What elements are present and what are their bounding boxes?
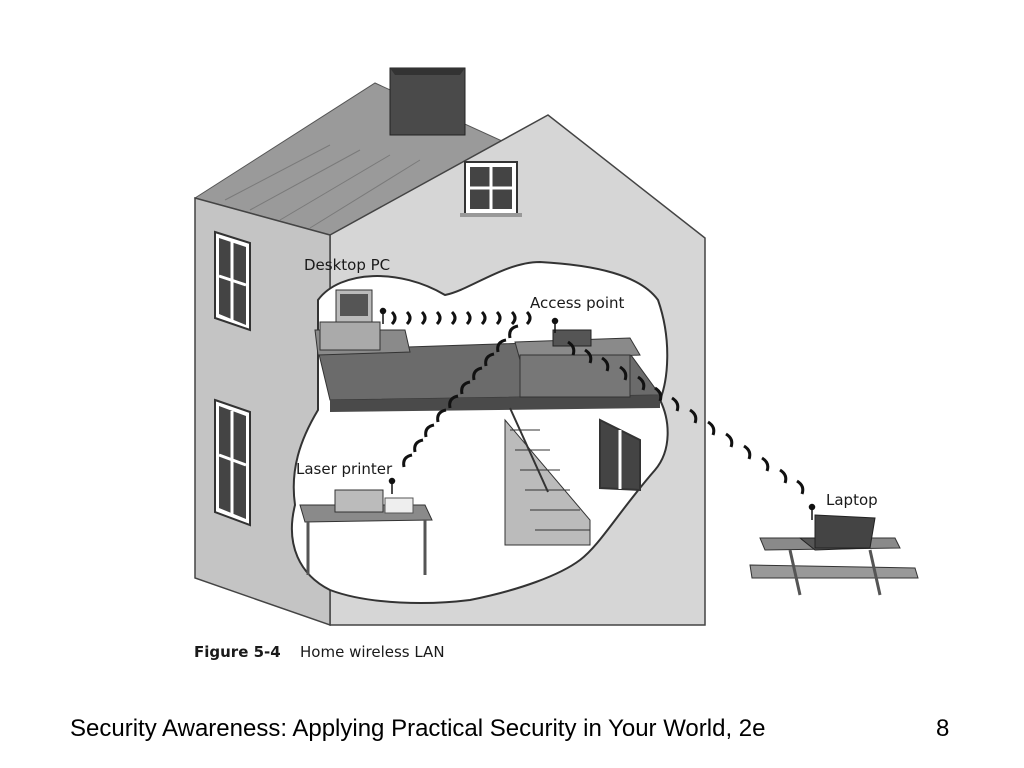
upper-floor-edge — [330, 395, 660, 412]
access-point-desk — [514, 329, 641, 398]
label-desktop-pc: Desktop PC — [304, 256, 390, 274]
home-wireless-lan-diagram: Desktop PC Access point Laser printer La… — [193, 67, 919, 661]
laptop-picnic-table — [749, 514, 919, 596]
roof-shingles — [224, 144, 421, 229]
laser-printer-table — [299, 489, 433, 575]
footer-title: Security Awareness: Applying Practical S… — [70, 715, 766, 742]
staircase — [504, 407, 591, 546]
side-window-upper — [214, 230, 251, 332]
label-laser-printer: Laser printer — [296, 460, 393, 478]
label-laptop: Laptop — [826, 491, 878, 509]
chimney — [389, 67, 466, 136]
desktop-pc — [314, 289, 411, 356]
chimney-top — [390, 68, 465, 75]
wireless-signal-icon — [379, 307, 816, 520]
figure-caption-number: Figure 5-4 — [194, 643, 281, 661]
gable-window — [460, 161, 522, 217]
figure-caption-text: Home wireless LAN — [300, 643, 445, 661]
wireless-signal-waves — [390, 310, 805, 495]
interior-window — [599, 418, 641, 492]
label-access-point: Access point — [530, 294, 624, 312]
side-window-lower — [214, 398, 251, 527]
page-number: 8 — [936, 715, 950, 742]
